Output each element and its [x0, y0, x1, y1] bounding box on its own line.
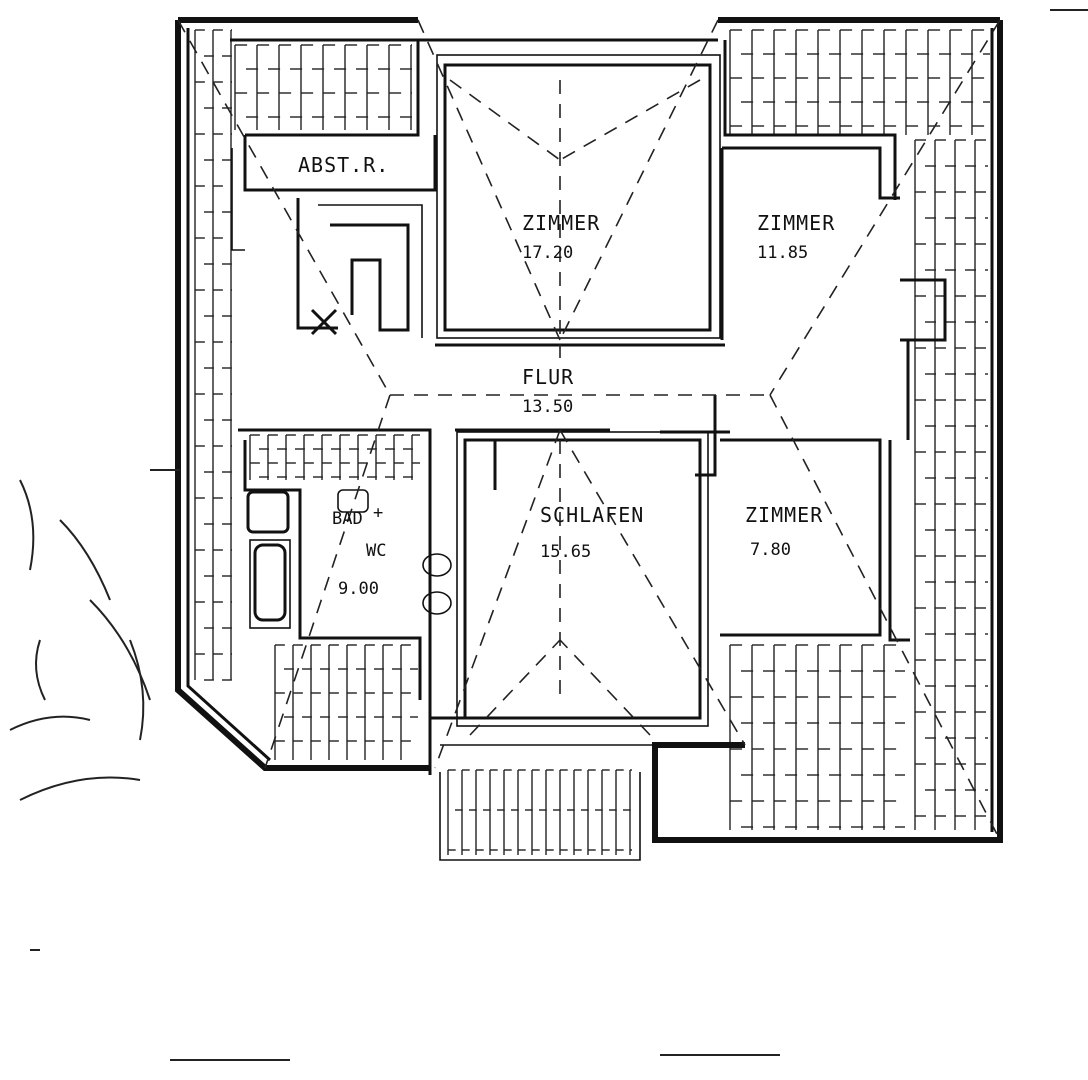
room-area-zimmer-1: 17.20 [522, 243, 573, 263]
room-name-schlafen: SCHLAFEN [540, 503, 644, 527]
room-name-abst: ABST.R. [298, 153, 389, 177]
room-name-zimmer-2: ZIMMER [757, 211, 835, 235]
scan-noise [9, 9, 1088, 1061]
room-name-wc: WC [366, 541, 386, 561]
room-area-bad: 9.00 [338, 579, 379, 599]
room-name-zimmer-3: ZIMMER [745, 503, 823, 527]
room-area-flur: 13.50 [522, 397, 573, 417]
room-name-flur: FLUR [522, 365, 574, 389]
roof-hatching [194, 29, 990, 855]
room-name-bad-plus: + [373, 503, 383, 523]
room-area-schlafen: 15.65 [540, 542, 591, 562]
room-labels: ABST.R. ZIMMER 17.20 ZIMMER 11.85 FLUR 1… [298, 153, 835, 599]
inner-walls [230, 38, 947, 861]
room-name-zimmer-1: ZIMMER [522, 211, 600, 235]
slope-lines [177, 19, 1001, 841]
room-area-zimmer-2: 11.85 [757, 243, 808, 263]
room-area-zimmer-3: 7.80 [750, 540, 791, 560]
room-name-bad: BAD [332, 509, 363, 529]
outer-walls [175, 17, 1003, 843]
